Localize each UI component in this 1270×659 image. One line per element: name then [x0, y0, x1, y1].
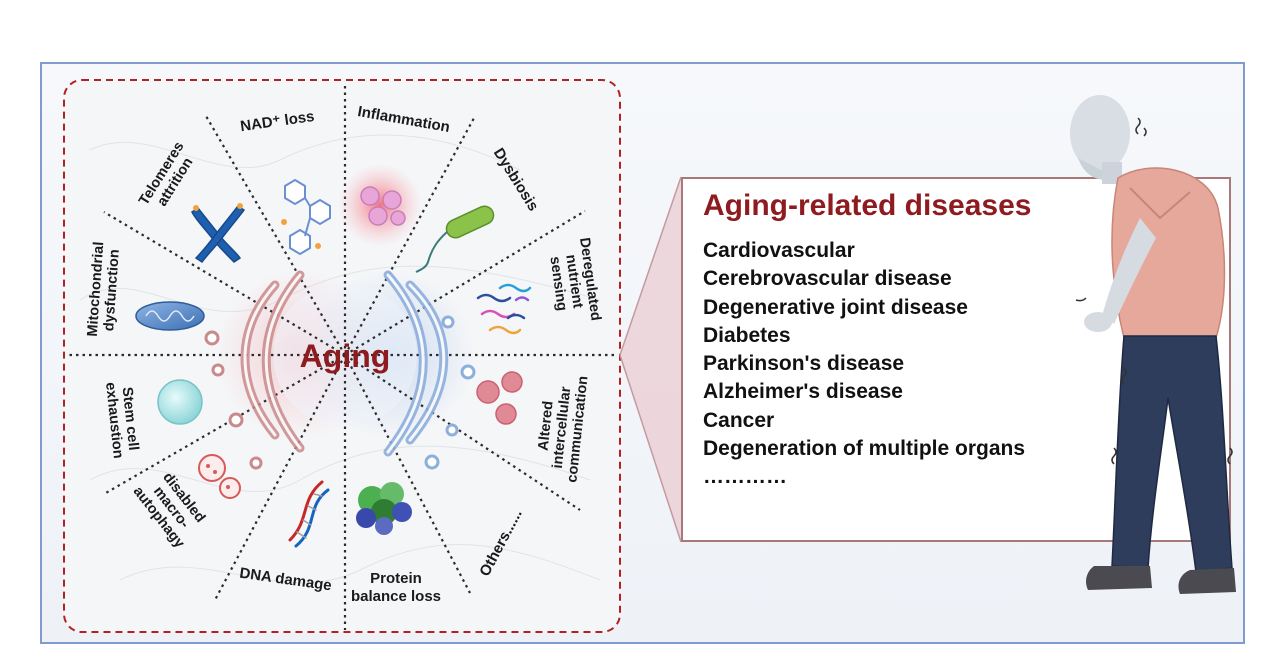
- svg-text:sensing: sensing: [546, 255, 569, 311]
- protein-cluster-icon: [356, 482, 412, 535]
- signal-cells-icon: [476, 371, 523, 425]
- nutrient-strands-icon: [476, 283, 532, 335]
- diseases-title: Aging-related diseases: [703, 189, 1032, 222]
- svg-text:exhaustion: exhaustion: [102, 382, 126, 460]
- tremor-marks: [1075, 117, 1233, 465]
- autophagosome-icon: [198, 454, 241, 499]
- sector-dividers: [66, 82, 615, 630]
- elderly-person-illustration: [1070, 95, 1236, 594]
- arm: [1102, 218, 1156, 324]
- left-shoe: [1086, 566, 1152, 590]
- molecule-icon: [281, 178, 331, 256]
- label-mitochondrial-dysfunction: Mitochondrial dysfunction: [85, 241, 123, 337]
- svg-text:Mitochondrial: Mitochondrial: [85, 241, 108, 337]
- shirt: [1111, 167, 1226, 339]
- svg-text:balance loss: balance loss: [351, 588, 441, 605]
- bacteria-icon: [415, 205, 495, 273]
- disease-item: Degeneration of multiple organs: [703, 437, 1026, 461]
- label-protein-balance-loss: Protein balance loss: [351, 570, 441, 605]
- chromosome-icon: [191, 203, 246, 264]
- vesicles-left: [204, 330, 263, 470]
- stem-cell-icon: [157, 379, 203, 425]
- svg-text:Protein: Protein: [370, 570, 422, 587]
- disease-item: Diabetes: [703, 323, 791, 347]
- mitochondria-icon: [135, 301, 205, 331]
- head: [1070, 95, 1130, 171]
- disease-item: Cerebrovascular disease: [703, 267, 952, 291]
- svg-text:dysfunction: dysfunction: [101, 249, 123, 332]
- disease-item: Cancer: [703, 408, 775, 432]
- svg-text:Stem cell: Stem cell: [119, 386, 142, 451]
- dna-icon: [288, 480, 330, 548]
- pants: [1111, 335, 1233, 573]
- center-label: Aging: [300, 338, 391, 374]
- diseases-list: Cardiovascular Cerebrovascular disease D…: [703, 237, 1025, 492]
- disease-item: Degenerative joint disease: [703, 295, 968, 319]
- background-texture: [79, 134, 601, 584]
- inflammation-cells-icon: [338, 163, 422, 247]
- svg-text:Altered: Altered: [536, 400, 557, 451]
- disease-item: Parkinson's disease: [703, 352, 905, 376]
- label-stem-cell-exhaustion: Stem cell exhaustion: [102, 382, 142, 460]
- svg-text:nutrient: nutrient: [562, 254, 585, 310]
- vesicles-right: [424, 315, 476, 470]
- disease-item: Cardiovascular: [703, 239, 855, 262]
- right-shoe: [1178, 568, 1236, 594]
- connector-wedge: [620, 177, 681, 542]
- disease-item: Alzheimer's disease: [703, 380, 903, 404]
- disease-item: …………: [703, 465, 787, 489]
